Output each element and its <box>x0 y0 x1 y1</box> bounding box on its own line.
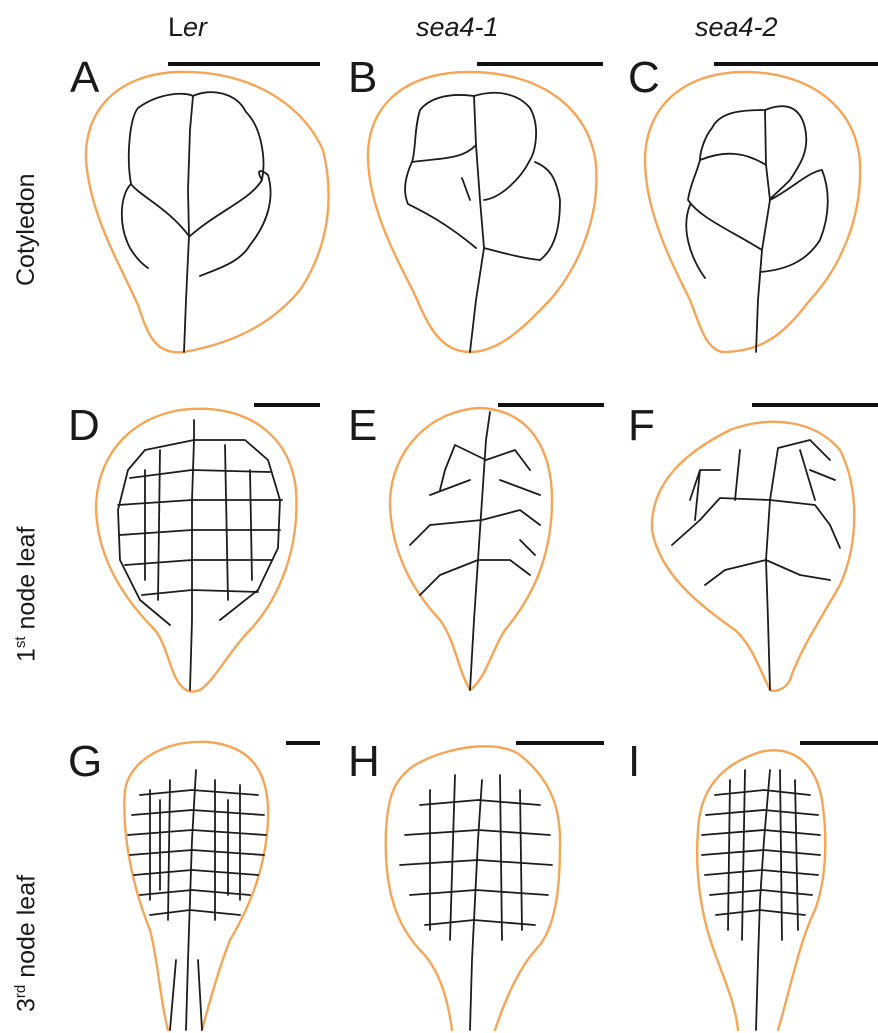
cotyledon-sea4-2 <box>645 72 860 352</box>
first-leaf-ler <box>96 409 296 692</box>
third-leaf-ler <box>124 742 268 1030</box>
first-leaf-sea4-1 <box>390 408 552 690</box>
third-leaf-sea4-1 <box>386 746 560 1030</box>
third-leaf-sea4-2 <box>697 750 825 1030</box>
cotyledon-sea4-1 <box>368 72 597 352</box>
cotyledon-ler <box>86 72 329 352</box>
first-leaf-sea4-2 <box>652 422 854 691</box>
